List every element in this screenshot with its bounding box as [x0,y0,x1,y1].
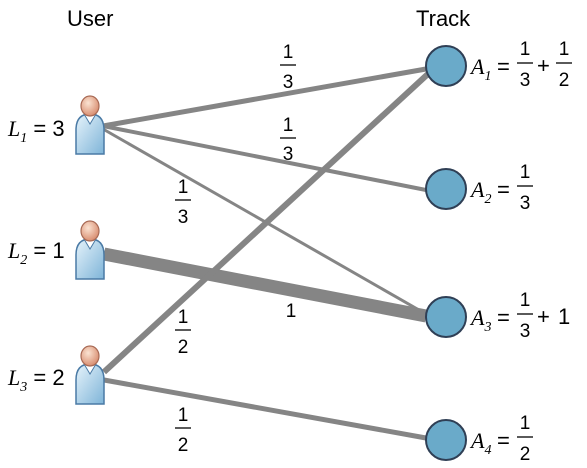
track-name: A1 [469,54,491,84]
track-node-3: A3 = 1 3 + 1 [425,290,570,342]
edge-weight-2-3: 1 [286,301,297,322]
edge-weight-1-1: 1 3 [280,42,296,93]
weight-numerator: 1 [178,307,189,328]
expr-numerator: 1 [559,39,570,60]
track-circle [425,168,467,210]
edge-user1-track2 [102,124,427,192]
expr-denominator: 3 [520,193,531,214]
track-name: A4 [469,428,491,458]
user-person-icon [75,345,105,405]
plus-sign: + [537,304,550,329]
track-column-header: Track [416,6,471,31]
expr-numerator: 1 [520,162,531,183]
edge-weight-1-3: 1 3 [175,177,191,228]
weight-denominator: 3 [283,72,294,93]
track-node-2: A2 = 1 3 [425,162,533,214]
edge-weight-3-4: 1 2 [175,405,191,456]
edges [101,66,432,441]
edge-weight-3-1: 1 2 [175,307,191,358]
expr-numerator: 1 [520,290,531,311]
weight-denominator: 3 [283,144,294,165]
user-column-header: User [67,6,113,31]
track-circle [425,419,467,461]
expr-denominator: 3 [520,321,531,342]
edge-user1-track1 [102,66,427,129]
weight-numerator: 1 [283,115,294,136]
equals-sign: = [497,54,510,79]
expr-denominator: 3 [520,70,531,91]
edge-user3-track4 [103,377,427,441]
edge-user3-track1 [101,70,432,375]
user-label: L3 = 2 [7,365,65,395]
user-node-1: L1 = 3 [7,95,105,155]
user-node-3: L3 = 2 [7,345,105,405]
weight-denominator: 2 [178,435,189,456]
plus-sign: + [537,53,550,78]
track-node-4: A4 = 1 2 [425,413,533,465]
expr-denominator: 2 [520,444,531,465]
track-node-1: A1 = 1 3 + 1 2 [425,39,572,91]
track-name: A3 [469,305,491,335]
weight-denominator: 2 [178,337,189,358]
expr-numerator: 1 [520,413,531,434]
user-label: L1 = 3 [7,116,65,146]
weight-numerator: 1 [178,405,189,426]
user-node-2: L2 = 1 [7,220,105,280]
equals-sign: = [497,305,510,330]
track-name: A2 [469,177,491,207]
expr-value: 1 [558,304,570,329]
track-circle [425,296,467,338]
user-person-icon [75,95,105,155]
edge-weight-1-2: 1 3 [280,115,296,165]
equals-sign: = [497,428,510,453]
weight-value: 1 [286,301,297,322]
weight-numerator: 1 [178,177,189,198]
expr-denominator: 2 [559,70,570,91]
expr-numerator: 1 [520,39,531,60]
track-circle [425,45,467,87]
equals-sign: = [497,177,510,202]
weight-denominator: 3 [178,207,189,228]
edge-user2-track3 [102,247,428,323]
user-person-icon [75,220,105,280]
weight-numerator: 1 [283,42,294,63]
user-label: L2 = 1 [7,238,65,268]
